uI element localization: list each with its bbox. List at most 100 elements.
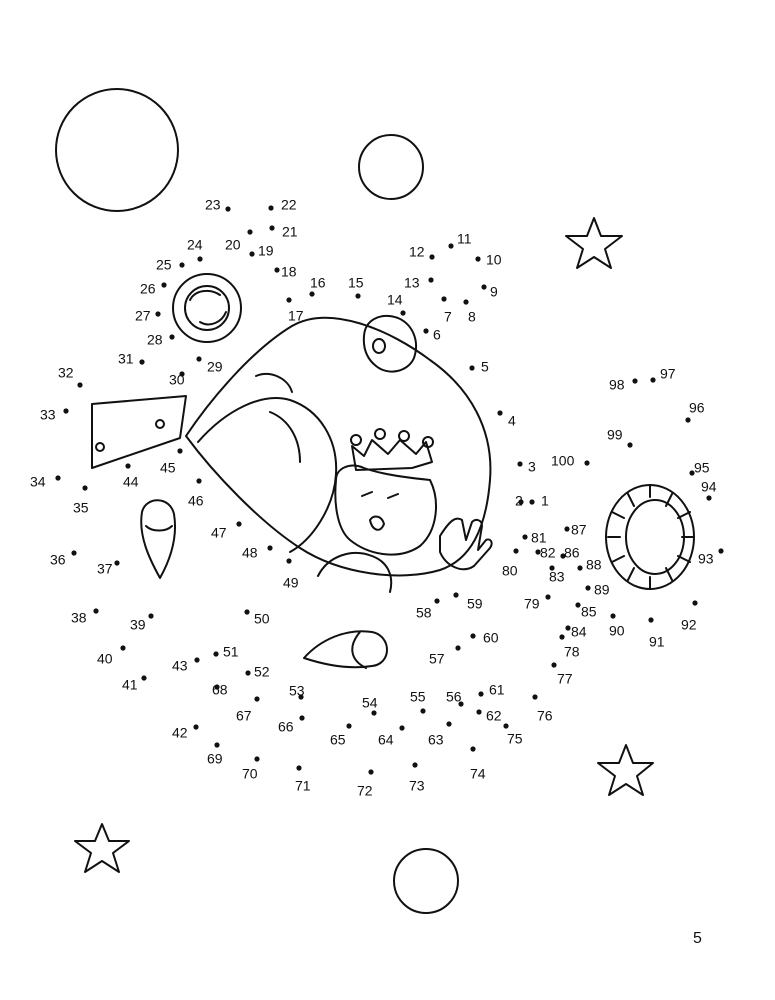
dot-32: [77, 382, 83, 388]
dot-label-73: 73: [409, 778, 425, 794]
dot-label-71: 71: [295, 778, 311, 794]
ring-icon: [172, 273, 242, 343]
dot-58: [434, 598, 440, 604]
dot-40: [120, 645, 126, 651]
dot-4: [497, 410, 503, 416]
dot-93: [718, 548, 724, 554]
dot-label-54: 54: [362, 695, 378, 711]
dot-38: [93, 608, 99, 614]
dot-87: [564, 526, 570, 532]
dot-label-22: 22: [281, 197, 297, 213]
dot-18: [274, 267, 280, 273]
dot-96: [685, 417, 691, 423]
dot-label-33: 33: [40, 407, 56, 423]
dot-22: [268, 205, 274, 211]
dot-label-75: 75: [507, 731, 523, 747]
dot-label-87: 87: [571, 522, 587, 538]
dot-label-57: 57: [429, 651, 445, 667]
dot-label-23: 23: [205, 197, 221, 213]
dot-26: [161, 282, 167, 288]
dot-label-46: 46: [188, 493, 204, 509]
dot-label-61: 61: [489, 682, 505, 698]
dot-label-18: 18: [281, 264, 297, 280]
dot-44: [125, 463, 131, 469]
dot-label-98: 98: [609, 377, 625, 393]
dot-label-37: 37: [97, 561, 113, 577]
dot-39: [148, 613, 154, 619]
dot-61: [478, 691, 484, 697]
dot-label-39: 39: [130, 617, 146, 633]
dot-label-29: 29: [207, 359, 223, 375]
dot-73: [412, 762, 418, 768]
dot-65: [346, 723, 352, 729]
dot-43: [194, 657, 200, 663]
dot-52: [245, 670, 251, 676]
dot-label-88: 88: [586, 557, 602, 573]
dot-label-58: 58: [416, 605, 432, 621]
dot-label-15: 15: [348, 275, 364, 291]
dot-98: [632, 378, 638, 384]
dot-label-31: 31: [118, 351, 134, 367]
dot-label-5: 5: [481, 359, 489, 375]
dot-94: [706, 495, 712, 501]
dot-label-9: 9: [490, 284, 498, 300]
dot-72: [368, 769, 374, 775]
dot-label-2: 2: [515, 493, 523, 509]
dot-15: [355, 293, 361, 299]
dot-label-55: 55: [410, 689, 426, 705]
dot-label-27: 27: [135, 308, 151, 324]
dot-label-32: 32: [58, 365, 74, 381]
dot-label-3: 3: [528, 459, 536, 475]
dot-42: [193, 724, 199, 730]
dot-label-69: 69: [207, 751, 223, 767]
dot-46: [196, 478, 202, 484]
dot-99: [627, 442, 633, 448]
dot-85: [575, 602, 581, 608]
page-number: 5: [693, 930, 702, 947]
dot-label-82: 82: [540, 545, 556, 561]
dot-17: [286, 297, 292, 303]
dot-label-94: 94: [701, 479, 717, 495]
dot-89: [585, 585, 591, 591]
dot-label-91: 91: [649, 634, 665, 650]
dot-label-59: 59: [467, 596, 483, 612]
dot-label-84: 84: [571, 624, 587, 640]
dot-label-67: 67: [236, 708, 252, 724]
dot-label-10: 10: [486, 252, 502, 268]
dot-80: [513, 548, 519, 554]
dot-label-70: 70: [242, 766, 258, 782]
dot-21: [269, 225, 275, 231]
dot-51: [213, 651, 219, 657]
flame-icon: [303, 630, 388, 669]
dot-label-41: 41: [122, 677, 138, 693]
dot-10: [475, 256, 481, 262]
dot-label-30: 30: [169, 372, 185, 388]
dot-34: [55, 475, 61, 481]
dot-2: [518, 499, 524, 505]
dot-label-97: 97: [660, 366, 676, 382]
dot-77: [551, 662, 557, 668]
dot-97: [650, 377, 656, 383]
dot-label-90: 90: [609, 623, 625, 639]
dot-13: [428, 277, 434, 283]
dot-3: [517, 461, 523, 467]
dot-label-86: 86: [564, 545, 580, 561]
dot-70: [254, 756, 260, 762]
dot-24: [197, 256, 203, 262]
dot-label-40: 40: [97, 651, 113, 667]
dot-label-4: 4: [508, 413, 516, 429]
dot-label-78: 78: [564, 644, 580, 660]
dot-74: [470, 746, 476, 752]
dot-label-77: 77: [557, 671, 573, 687]
dot-label-99: 99: [607, 427, 623, 443]
dot-57: [455, 645, 461, 651]
dot-8: [463, 299, 469, 305]
moon-icon: [358, 134, 424, 200]
dot-30: [179, 371, 185, 377]
dot-label-8: 8: [468, 309, 476, 325]
dot-label-80: 80: [502, 563, 518, 579]
dot-label-85: 85: [581, 604, 597, 620]
dot-36: [71, 550, 77, 556]
dot-label-56: 56: [446, 689, 462, 705]
